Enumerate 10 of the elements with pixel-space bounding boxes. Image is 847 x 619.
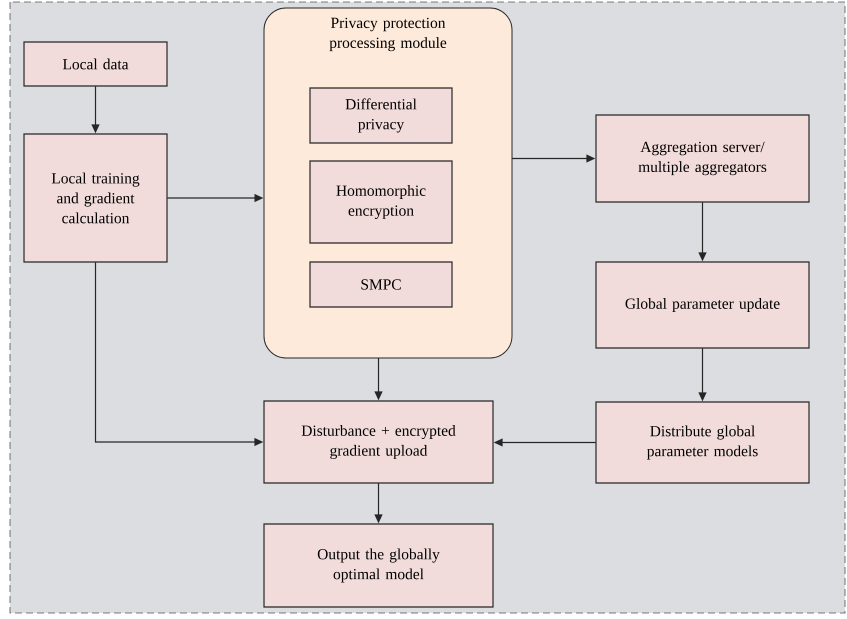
process-box: Local training and gradient calculation	[23, 133, 168, 263]
process-box: Output the globally optimal model	[263, 523, 494, 608]
process-box: Local data	[23, 41, 168, 87]
process-box: Distribute global parameter models	[595, 401, 810, 484]
process-box: Disturbance + encrypted gradient upload	[263, 400, 494, 484]
process-box: Global parameter update	[595, 261, 810, 349]
process-box: Aggregation server/ multiple aggregators	[595, 114, 810, 203]
process-box: SMPC	[309, 261, 453, 308]
process-box: Homomorphic encryption	[309, 160, 453, 244]
process-box: Differential privacy	[309, 87, 453, 144]
